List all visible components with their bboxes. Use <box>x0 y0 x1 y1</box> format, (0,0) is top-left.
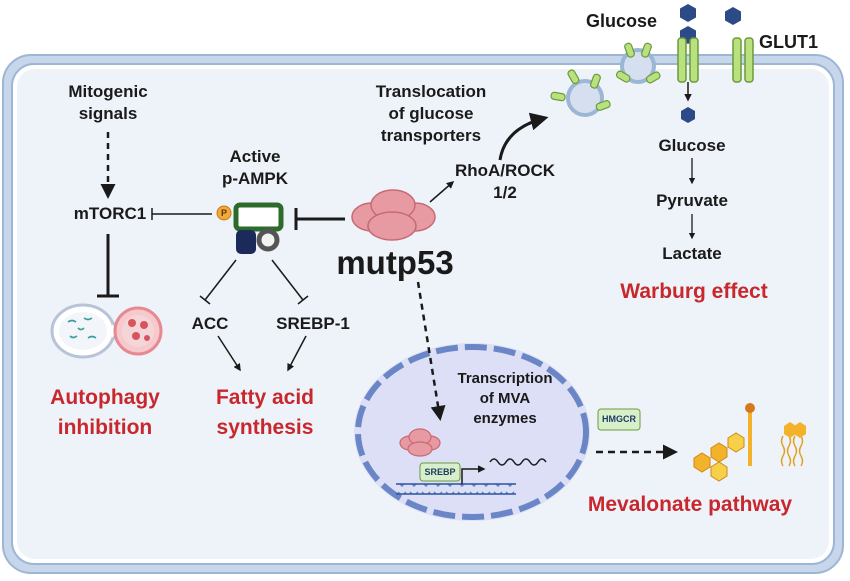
translocation-line3: transporters <box>380 126 482 145</box>
srebp1-to-fatty-acid-arrow <box>287 335 307 372</box>
glut1-label: GLUT1 <box>759 32 819 52</box>
autophagy-inhibition-label: Autophagy inhibition <box>25 383 185 443</box>
mrna-icon <box>489 458 547 466</box>
translocation-line2: of glucose <box>388 104 474 123</box>
transcription-line2: of MVA <box>479 390 531 407</box>
pyruvate-label: Pyruvate <box>656 191 728 210</box>
rhoa-rock-label: RhoA/ROCK 1/2 <box>445 160 565 204</box>
mitogenic-signals-label: Mitogenic signals <box>58 81 158 125</box>
mtorc1-label: mTORC1 <box>73 204 147 223</box>
mutp53-inhibits-ampk <box>294 208 345 230</box>
transcription-line3: enzymes <box>473 410 537 427</box>
autophagosome-icon <box>50 303 163 359</box>
mutp53-label: mutp53 <box>336 244 454 281</box>
srebp-box <box>419 462 461 482</box>
rhoa-line2: 1/2 <box>493 183 517 202</box>
glucose-hexagon-icon <box>680 4 741 123</box>
glut1-transporter-icon <box>677 37 754 83</box>
mtorc1-inhibits-autophagy <box>97 234 119 298</box>
acc-to-fatty-acid-arrow <box>217 335 241 372</box>
mitogenic-line2: signals <box>78 104 138 123</box>
transcription-mva-label: Transcription of MVA enzymes <box>440 369 570 429</box>
mutp53-to-nucleus-arrow <box>416 281 446 421</box>
nucleus <box>354 343 590 521</box>
fatty-acid-line1: Fatty acid <box>215 386 315 409</box>
nuclear-mutp53-icon <box>399 428 441 457</box>
mevalonate-pathway-label: Mevalonate pathway <box>587 493 793 516</box>
lactate-label: Lactate <box>662 244 722 263</box>
glucose-top-label: Glucose <box>586 11 658 31</box>
ampk-inhibits-mtorc1 <box>151 208 212 220</box>
translocation-line1: Translocation <box>375 82 487 101</box>
hmgcr-label: HMGCR <box>602 414 636 424</box>
autophagy-line1: Autophagy <box>50 386 160 409</box>
transporter-vesicle-icon <box>550 42 661 117</box>
ampk-complex-icon <box>216 202 284 254</box>
mutp53-protein-icon <box>351 189 436 241</box>
glucose-label: Glucose <box>658 136 726 155</box>
mitogenic-line1: Mitogenic <box>68 82 148 101</box>
isoprenoid-icon <box>693 432 745 482</box>
fatty-acid-line2: synthesis <box>216 416 314 439</box>
warburg-effect-label: Warburg effect <box>620 280 768 303</box>
mutp53-to-rhoa-arrow <box>429 181 455 203</box>
translocation-arrow <box>498 112 549 161</box>
srebp-box-label: SREBP <box>424 467 456 477</box>
srebp1-label: SREBP-1 <box>276 314 350 333</box>
rhoa-line1: RhoA/ROCK <box>454 161 556 180</box>
cholesterol-molecule-icon <box>745 403 755 466</box>
hmgcr-box <box>597 408 641 431</box>
acc-label: ACC <box>191 314 229 333</box>
p-badge: P <box>220 208 227 218</box>
transcription-start-arrow <box>461 465 486 484</box>
cell-membrane <box>2 54 844 574</box>
ampk-inhibits-acc-srebp <box>199 259 309 305</box>
autophagy-line2: inhibition <box>57 416 153 439</box>
active-pampk-line2: p-AMPK <box>221 169 289 188</box>
active-pampk-label: Active p-AMPK <box>205 146 305 190</box>
active-pampk-line1: Active <box>229 147 281 166</box>
dna-icon <box>396 483 516 495</box>
translocation-label: Translocation of glucose transporters <box>356 81 506 147</box>
lipid-icon <box>780 422 806 467</box>
transcription-line1: Transcription <box>457 370 553 387</box>
fatty-acid-synthesis-label: Fatty acid synthesis <box>195 383 335 443</box>
